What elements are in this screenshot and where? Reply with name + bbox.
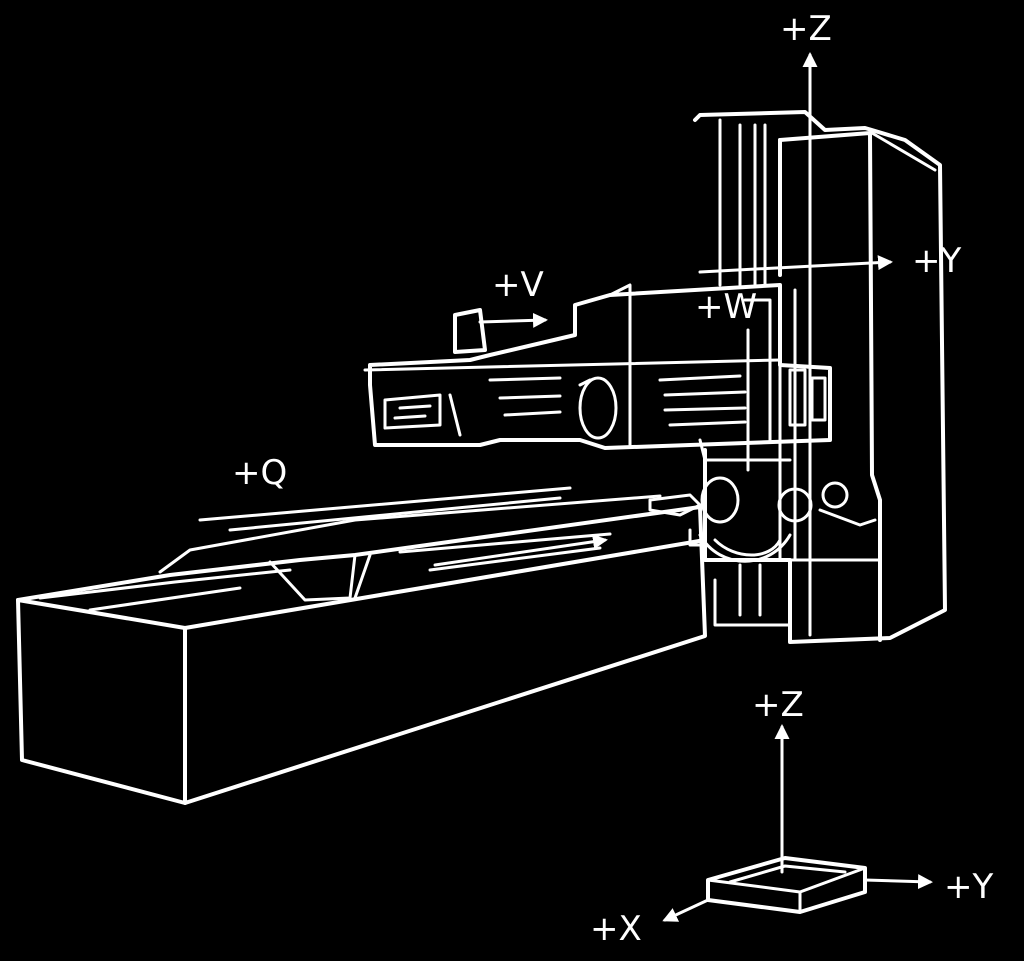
ref-x-axis-arrow [662, 898, 710, 922]
y-axis-arrow [698, 255, 893, 274]
reference-axes [662, 724, 933, 922]
work-area [648, 476, 877, 563]
label-column-y: +Y [912, 241, 961, 281]
v-axis-arrow [478, 312, 548, 328]
label-spindle-w: +W [695, 287, 757, 327]
label-column-z: +Z [780, 9, 832, 49]
ref-y-axis-arrow [863, 874, 933, 890]
label-ref-y: +Y [944, 867, 993, 907]
machine-bed [16, 486, 707, 805]
machine-axis-arrows [433, 52, 893, 637]
spindle-head [363, 283, 832, 462]
label-spindle-v: +V [492, 265, 544, 305]
label-ref-z: +Z [752, 685, 804, 725]
label-bed-q: +Q [232, 453, 287, 493]
q-axis-arrow [433, 534, 608, 567]
label-ref-x: +X [590, 909, 642, 949]
axis-labels: +Z +Y +V +W +Q +Z +Y +X [232, 9, 993, 949]
machine-column [693, 110, 947, 644]
